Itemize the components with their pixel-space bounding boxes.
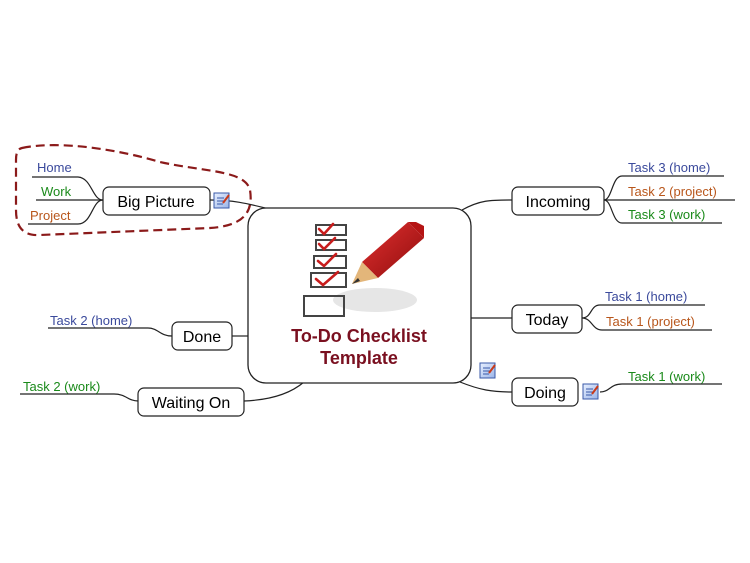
topic-today[interactable]: Today bbox=[511, 304, 583, 334]
topic-incoming-label: Incoming bbox=[526, 194, 591, 211]
topic-doing[interactable]: Doing bbox=[511, 377, 579, 407]
topic-done[interactable]: Done bbox=[171, 321, 233, 351]
topic-big-picture-label: Big Picture bbox=[117, 194, 194, 211]
topic-doing-label: Doing bbox=[524, 385, 566, 402]
leaf-task-3-home[interactable]: Task 3 (home) bbox=[628, 160, 710, 175]
note-icon[interactable] bbox=[582, 383, 599, 400]
leaf-task-1-project[interactable]: Task 1 (project) bbox=[606, 314, 695, 329]
leaf-project[interactable]: Project bbox=[30, 208, 71, 223]
callout-outline bbox=[14, 144, 252, 237]
connectors bbox=[20, 175, 735, 402]
checklist-pencil-icon bbox=[294, 222, 424, 320]
leaf-task-2-work[interactable]: Task 2 (work) bbox=[23, 379, 100, 394]
leaf-task-3-work[interactable]: Task 3 (work) bbox=[628, 207, 705, 222]
leaf-task-2-home[interactable]: Task 2 (home) bbox=[50, 313, 132, 328]
topic-incoming[interactable]: Incoming bbox=[511, 186, 605, 216]
topic-waiting-on-label: Waiting On bbox=[152, 395, 231, 412]
leaf-task-1-home[interactable]: Task 1 (home) bbox=[605, 289, 687, 304]
central-title-line1: To-Do Checklist bbox=[291, 326, 427, 346]
topic-today-label: Today bbox=[526, 312, 569, 329]
central-topic[interactable]: To-Do Checklist Template bbox=[247, 207, 472, 384]
leaf-work[interactable]: Work bbox=[41, 184, 72, 199]
central-title-line2: Template bbox=[320, 348, 398, 368]
note-icon[interactable] bbox=[479, 362, 496, 379]
topic-big-picture[interactable]: Big Picture bbox=[102, 186, 211, 216]
leaf-home[interactable]: Home bbox=[37, 160, 72, 175]
topic-waiting-on[interactable]: Waiting On bbox=[137, 387, 245, 417]
leaf-task-2-project[interactable]: Task 2 (project) bbox=[628, 184, 717, 199]
note-icon[interactable] bbox=[213, 192, 230, 209]
topic-done-label: Done bbox=[183, 329, 221, 346]
leaf-task-1-work[interactable]: Task 1 (work) bbox=[628, 369, 705, 384]
